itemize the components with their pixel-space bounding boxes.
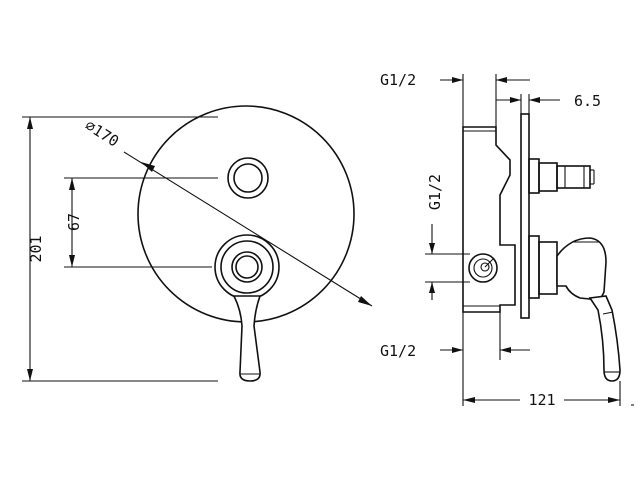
valve-body: [462, 126, 516, 313]
side-outlet: [468, 253, 498, 283]
top-thread-label: G1/2: [380, 71, 416, 89]
height-dimension: 201: [22, 116, 218, 382]
bottom-thread-label: G1/2: [380, 342, 416, 360]
mixer-profile: [528, 235, 621, 382]
side-thread-dimension: G1/2: [425, 174, 470, 300]
side-view: G1/2 6.5 G1/2: [380, 71, 634, 409]
diverter-profile: [528, 158, 595, 194]
spacing-label: 67: [65, 213, 83, 231]
wall-plate: [137, 105, 355, 323]
plate-edge: [520, 113, 530, 319]
bottom-thread-dimension: G1/2: [380, 312, 530, 406]
top-thread-dimension: G1/2: [380, 71, 530, 127]
front-view: 201 67 ⌀170: [22, 105, 373, 382]
height-label: 201: [27, 235, 45, 262]
depth-dimension: 121: [463, 381, 634, 409]
offset-dimension: 6.5: [496, 92, 601, 114]
depth-label: 121: [528, 391, 555, 409]
diverter-knob: [227, 157, 269, 199]
spacing-dimension: 67: [64, 177, 218, 268]
mixer-handle: [214, 234, 280, 382]
side-thread-label: G1/2: [426, 174, 444, 210]
offset-label: 6.5: [574, 92, 601, 110]
diameter-label: ⌀170: [82, 116, 122, 150]
